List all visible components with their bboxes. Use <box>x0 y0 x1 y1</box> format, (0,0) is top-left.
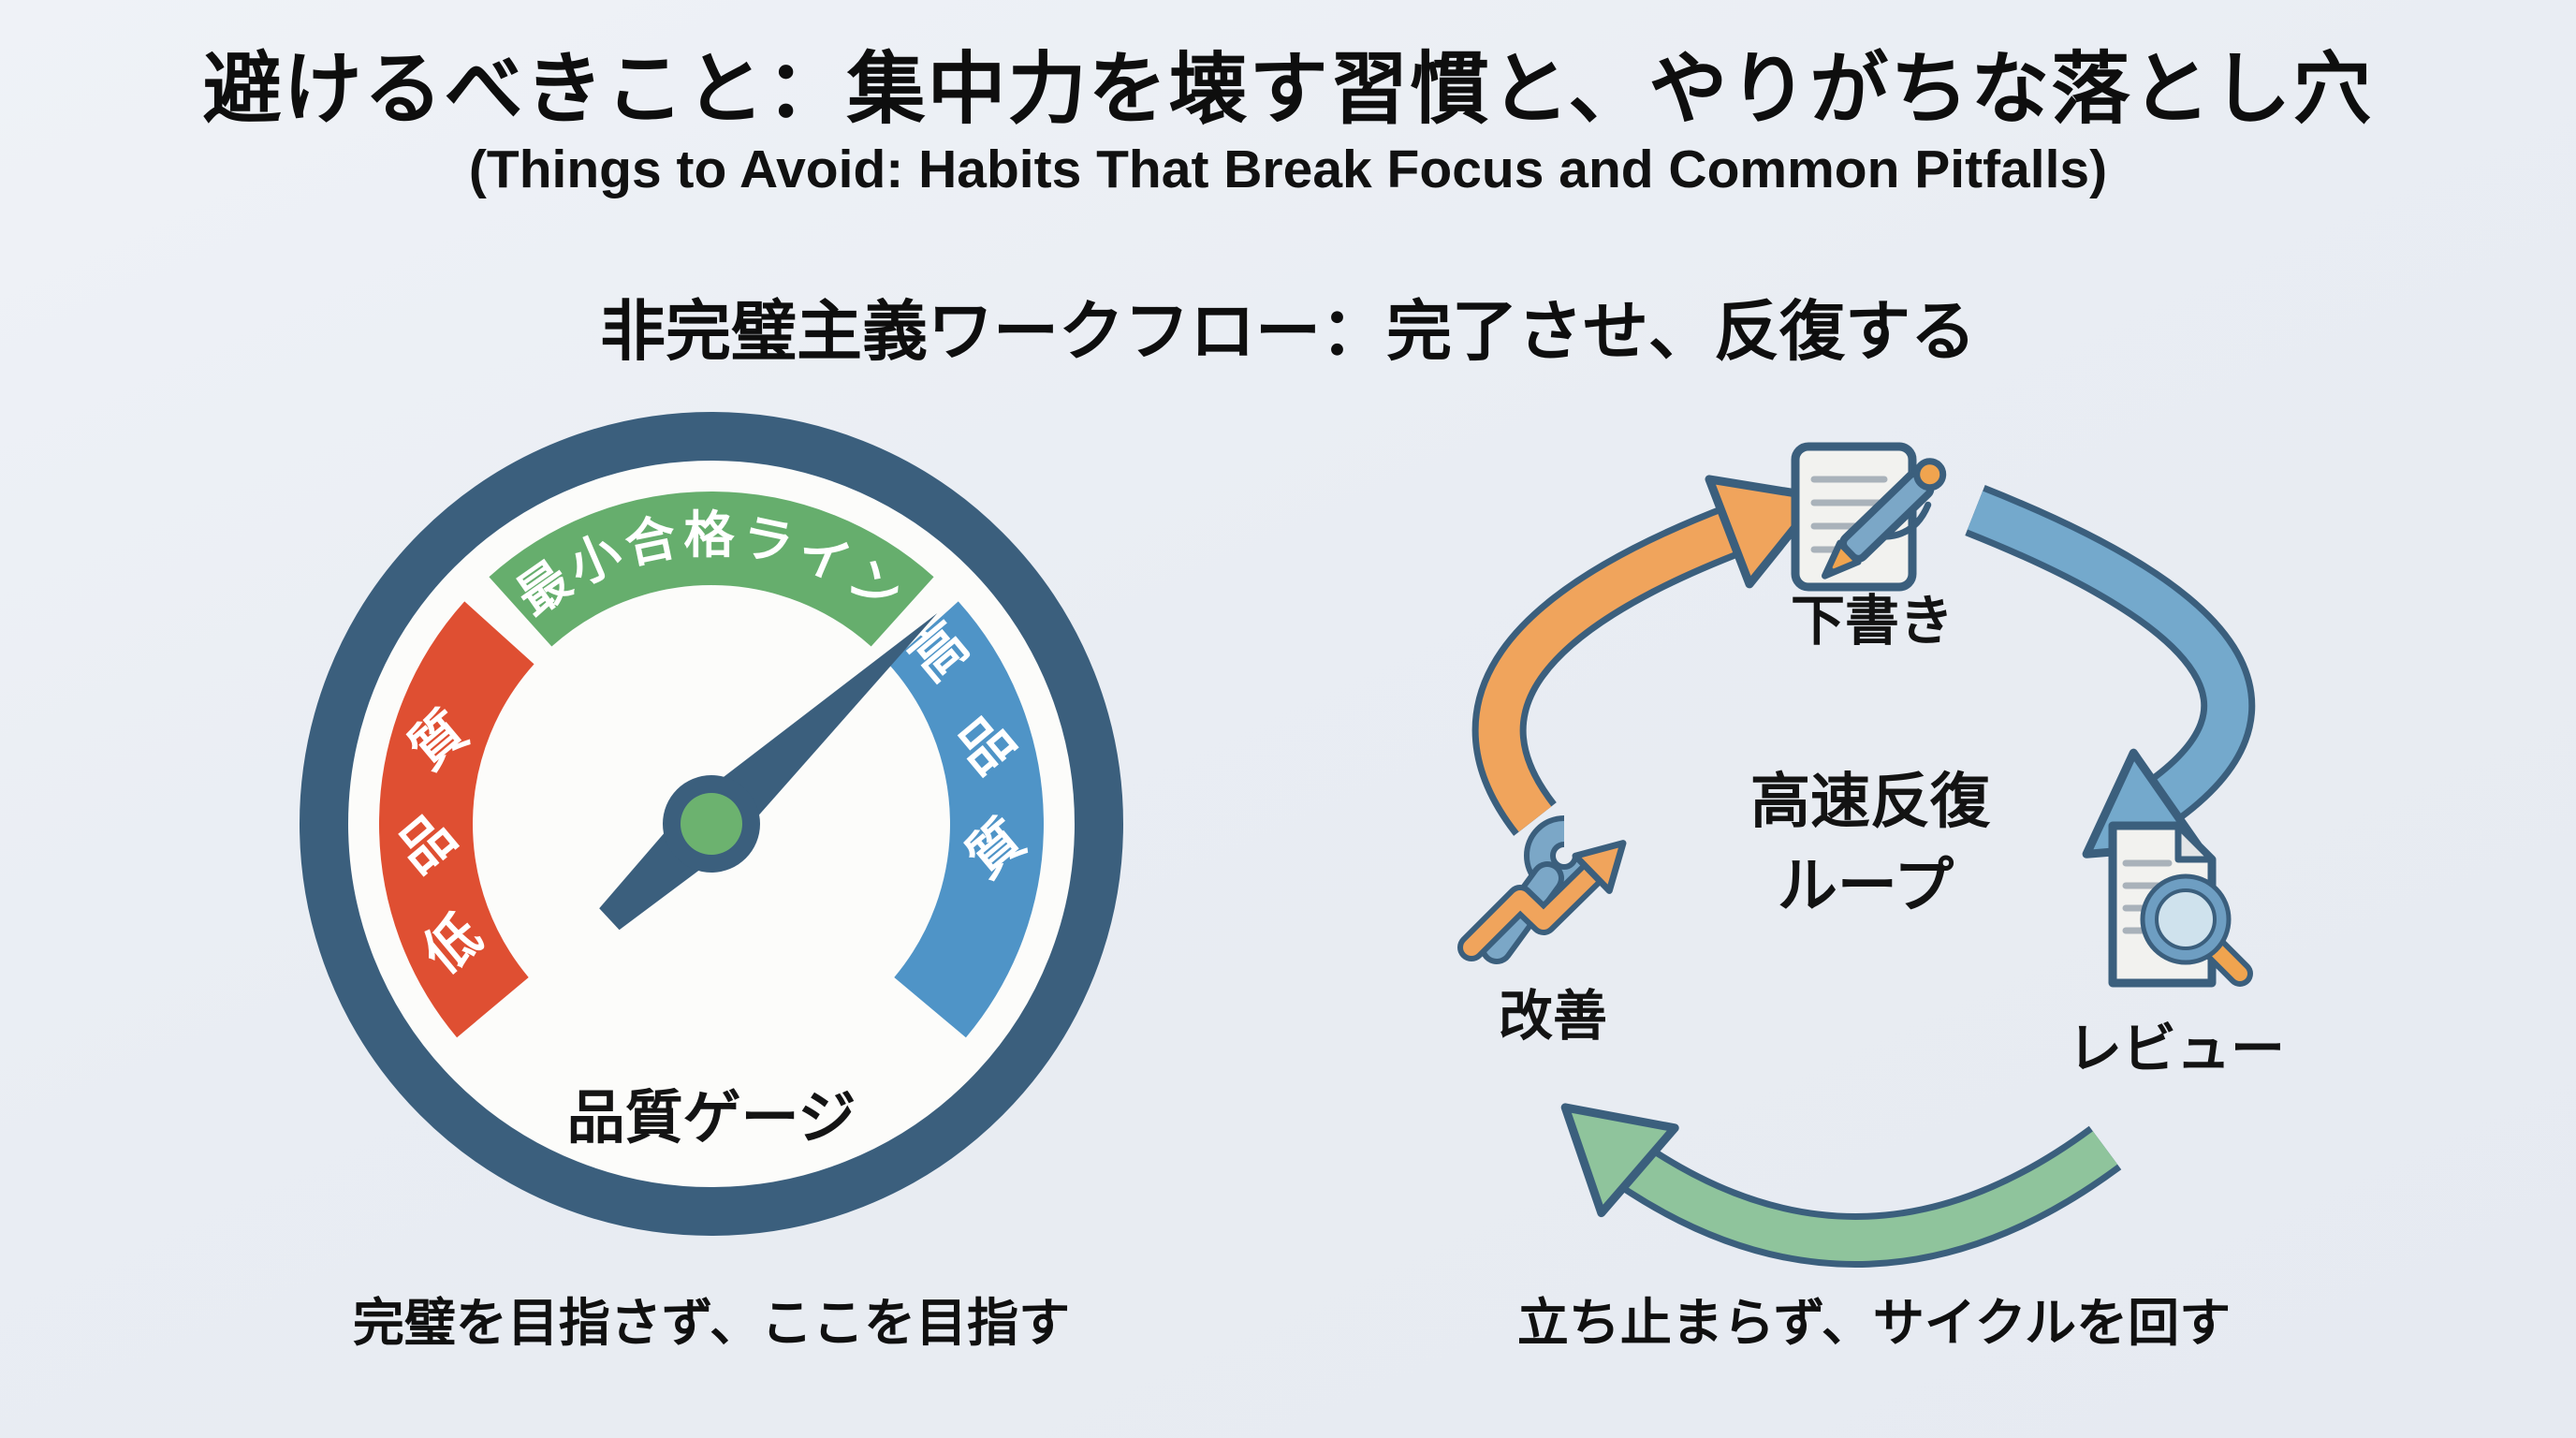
step-label-review: レビュー <box>2068 1019 2285 1079</box>
wrench-growth-icon <box>1457 815 1627 964</box>
iteration-cycle: 下書き レビュー 改善 高速反復 ループ <box>1456 403 2298 1273</box>
arrow-review-to-improve-head <box>1560 1103 1679 1218</box>
step-label-improve: 改善 <box>1499 986 1607 1047</box>
arrow-review-to-improve <box>1560 1103 2122 1268</box>
gauge-caption: 完璧を目指さず、ここを目指す <box>352 1294 1071 1352</box>
gauge-hub-center <box>681 793 742 855</box>
quality-gauge: 最小合格ライン 低 品 質 高 品 質 品質ゲージ <box>290 403 1133 1245</box>
document-magnifier-icon <box>2108 821 2253 988</box>
cycle-center-label-line1: 高速反復 <box>1750 768 1991 835</box>
arrow-draft-to-review <box>1965 485 2256 858</box>
gauge-low-quality-arc <box>379 601 535 1038</box>
cycle-caption: 立ち止まらず、サイクルを回す <box>1516 1294 2232 1352</box>
gauge-minimum-pass-arc <box>489 492 934 648</box>
document-pencil-icon <box>1791 442 1947 592</box>
gauge-title: 品質ゲージ <box>567 1086 856 1151</box>
section-header: 非完璧主義ワークフロー：完了させ、反復する <box>600 295 1976 368</box>
page-subtitle: (Things to Avoid: Habits That Break Focu… <box>468 139 2108 199</box>
iteration-cycle-svg: 下書き レビュー 改善 高速反復 ループ <box>1457 442 2285 1268</box>
page-title: 避けるべきこと：集中力を壊す習慣と、やりがちな落とし穴 <box>202 45 2374 133</box>
cycle-center-label-line2: ループ <box>1778 852 1954 919</box>
gauge-high-quality-arc <box>887 601 1044 1038</box>
step-label-draft: 下書き <box>1791 591 1954 652</box>
quality-gauge-svg: 最小合格ライン 低 品 質 高 品 質 品質ゲージ <box>300 412 1123 1236</box>
